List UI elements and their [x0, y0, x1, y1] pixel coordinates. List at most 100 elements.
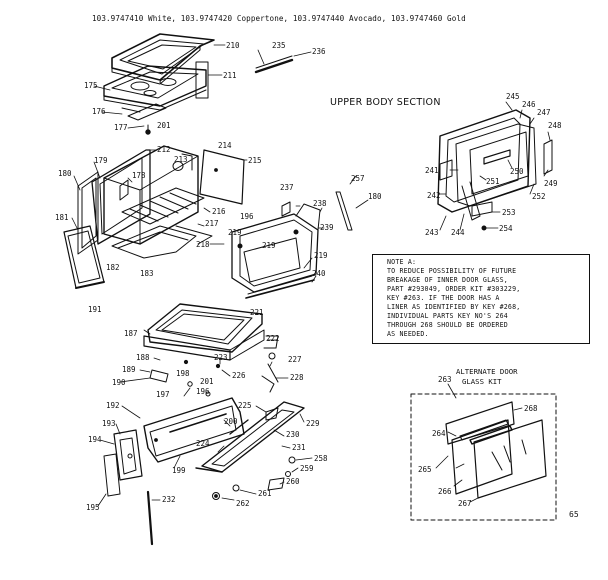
part-label-199: 199 — [172, 466, 186, 475]
part-label-225: 225 — [238, 401, 252, 410]
part-label-193: 193 — [102, 419, 116, 428]
note-line: THROUGH 268 SHOULD BE ORDERED — [387, 321, 508, 329]
part-label-222: 222 — [266, 334, 280, 343]
part-label-241: 241 — [425, 166, 439, 175]
part-label-239: 239 — [320, 223, 334, 232]
part-label-183: 183 — [140, 269, 154, 278]
part-label-249: 249 — [544, 179, 558, 188]
part-label-177: 177 — [114, 123, 128, 132]
note-line: BREAKAGE OF INNER DOOR GLASS, — [387, 276, 508, 284]
part-label-257: 257 — [351, 174, 365, 183]
part-label-219-b: 219 — [262, 241, 276, 250]
alternate-glass-kit — [410, 393, 557, 521]
alternate-kit-title-line1: ALTERNATE DOOR — [456, 367, 518, 376]
broiler-pan-assembly — [143, 303, 279, 393]
part-label-178: 178 — [132, 171, 146, 180]
part-label-210: 210 — [226, 41, 240, 50]
part-label-246: 246 — [522, 100, 536, 109]
part-label-240: 240 — [312, 269, 326, 278]
part-label-219-c: 219 — [314, 251, 328, 260]
part-label-231: 231 — [292, 443, 306, 452]
part-label-237: 237 — [280, 183, 294, 192]
part-label-268: 268 — [524, 404, 538, 413]
part-label-254: 254 — [499, 224, 513, 233]
note-box: NOTE A: TO REDUCE POSSIBILITY OF FUTURE … — [372, 254, 590, 344]
part-label-191: 191 — [88, 305, 102, 314]
part-label-215: 215 — [248, 156, 262, 165]
part-label-244: 244 — [451, 228, 465, 237]
part-label-189: 189 — [122, 365, 136, 374]
part-label-188: 188 — [136, 353, 150, 362]
note-line: AS NEEDED. — [387, 330, 429, 338]
part-label-181: 181 — [55, 213, 69, 222]
part-label-242: 242 — [427, 191, 441, 200]
part-label-223: 223 — [214, 353, 228, 362]
part-label-267: 267 — [458, 499, 472, 508]
part-label-247: 247 — [537, 108, 551, 117]
note-line: INDIVIDUAL PARTS KEY NO'S 264 — [387, 312, 508, 320]
part-label-175: 175 — [84, 81, 98, 90]
leader-lines — [71, 44, 551, 507]
part-label-266: 266 — [438, 487, 452, 496]
oven-body-assembly — [63, 145, 245, 289]
part-label-253: 253 — [502, 208, 516, 217]
part-label-245: 245 — [506, 92, 520, 101]
note-line: TO REDUCE POSSIBILITY OF FUTURE — [387, 267, 517, 275]
part-label-190: 190 — [112, 378, 126, 387]
cooktop-assembly — [103, 33, 215, 135]
model-numbers-header: 103.9747410 White, 103.9747420 Copperton… — [92, 14, 466, 23]
part-label-218: 218 — [196, 240, 210, 249]
part-label-192: 192 — [106, 401, 120, 410]
part-label-211: 211 — [223, 71, 237, 80]
part-label-232: 232 — [162, 495, 176, 504]
page-number: 65 — [569, 510, 579, 519]
part-label-264: 264 — [432, 429, 446, 438]
part-label-250: 250 — [510, 167, 524, 176]
part-label-262: 262 — [236, 499, 250, 508]
note-line: KEY #263. IF THE DOOR HAS A — [387, 294, 500, 302]
door-frame-assembly — [231, 191, 353, 299]
part-label-200: 200 — [224, 417, 238, 426]
part-label-217: 217 — [205, 219, 219, 228]
part-label-182: 182 — [106, 263, 120, 272]
rod-235 — [254, 55, 294, 74]
part-label-260: 260 — [286, 477, 300, 486]
part-label-243: 243 — [425, 228, 439, 237]
part-label-213: 213 — [174, 155, 188, 164]
part-label-197: 197 — [156, 390, 170, 399]
part-label-235: 235 — [272, 41, 286, 50]
part-label-221: 221 — [250, 308, 264, 317]
part-label-195: 195 — [86, 503, 100, 512]
note-line: NOTE A: — [387, 258, 417, 266]
part-label-201b: 201 — [200, 377, 214, 386]
part-label-196-bottom: 196 — [196, 387, 210, 396]
drawer-assembly — [103, 391, 305, 546]
part-label-248: 248 — [548, 121, 562, 130]
part-label-201: 201 — [157, 121, 171, 130]
part-label-198: 198 — [176, 369, 190, 378]
part-label-265: 265 — [418, 465, 432, 474]
part-label-261: 261 — [258, 489, 272, 498]
part-label-227: 227 — [288, 355, 302, 364]
part-label-187: 187 — [124, 329, 138, 338]
part-label-180b: 180 — [368, 192, 382, 201]
part-label-216: 216 — [212, 207, 226, 216]
part-label-236: 236 — [312, 47, 326, 56]
part-label-180: 180 — [58, 169, 72, 178]
part-label-214: 214 — [218, 141, 232, 150]
note-line: LINER AS IDENTIFIED BY KEY #268, — [387, 303, 521, 311]
part-label-258: 258 — [314, 454, 328, 463]
part-label-179: 179 — [94, 156, 108, 165]
door-assembly-right — [437, 109, 553, 231]
alternate-kit-title-line2: GLASS KIT — [462, 377, 502, 386]
part-label-224: 224 — [196, 439, 210, 448]
part-label-251: 251 — [486, 177, 500, 186]
part-label-229: 229 — [306, 419, 320, 428]
part-label-252: 252 — [532, 192, 546, 201]
part-label-228: 228 — [290, 373, 304, 382]
part-label-263: 263 — [438, 375, 452, 384]
part-label-194: 194 — [88, 435, 102, 444]
part-label-226: 226 — [232, 371, 246, 380]
